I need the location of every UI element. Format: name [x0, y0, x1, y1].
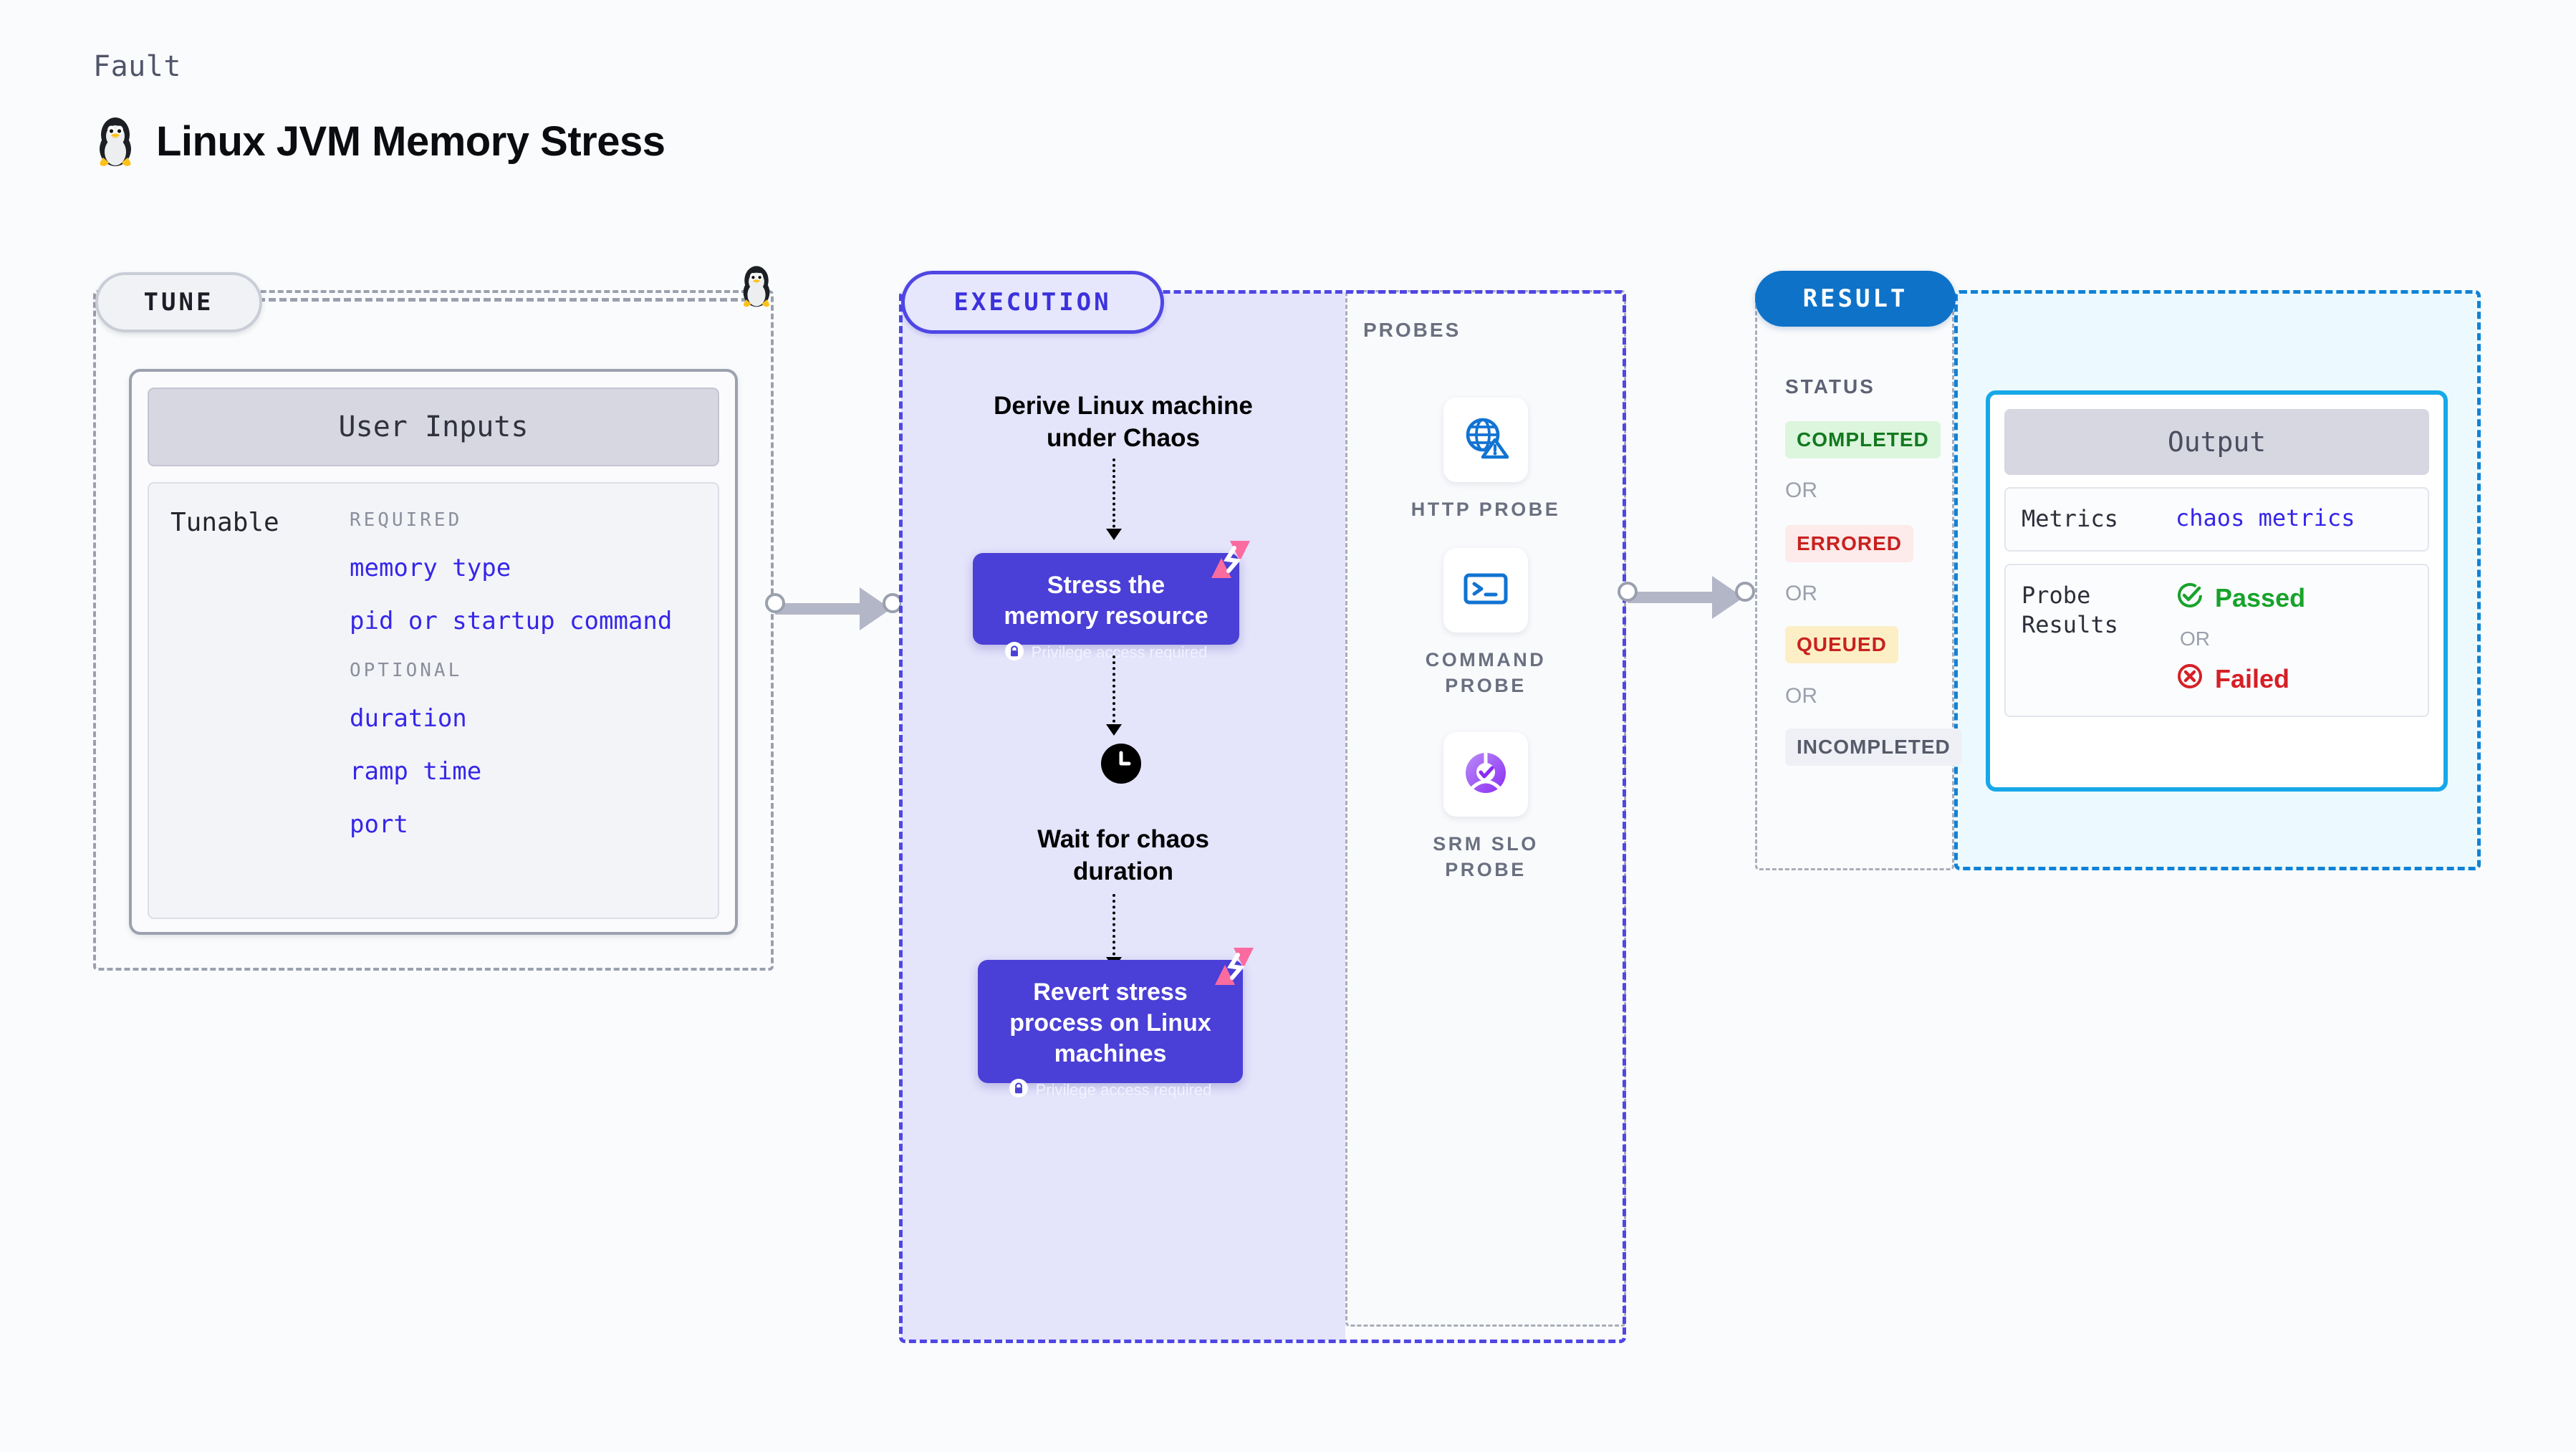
status-badge-queued: QUEUED — [1785, 626, 1898, 663]
output-header: Output — [2004, 409, 2429, 475]
probe-item-srm-slo[interactable]: SRM SLO PROBE — [1345, 732, 1626, 883]
output-metrics-value[interactable]: chaos metrics — [2176, 504, 2355, 532]
privilege-row: Privilege access required — [991, 1079, 1230, 1101]
result-tag[interactable]: RESULT — [1755, 271, 1956, 327]
status-badge-incompleted: INCOMPLETED — [1785, 729, 1962, 766]
execution-tag[interactable]: EXECUTION — [901, 271, 1164, 334]
output-probe-results-row: Probe Results Passed OR — [2004, 563, 2429, 717]
privilege-text: Privilege access required — [1035, 1080, 1212, 1099]
output-metrics-key: Metrics — [2022, 505, 2118, 532]
execution-step-wait: Wait for chaos duration — [1037, 825, 1209, 885]
status-title: STATUS — [1785, 375, 1875, 398]
probe-label-command: COMMAND PROBE — [1425, 649, 1547, 697]
probes-title: PROBES — [1363, 319, 1461, 341]
clock-icon — [1101, 744, 1141, 787]
execution-step-derive: Derive Linux machine under Chaos — [994, 392, 1253, 452]
tunable-group-heading-optional: OPTIONAL — [350, 660, 463, 681]
verdict-failed-label: Failed — [2215, 664, 2290, 694]
status-badge-errored: ERRORED — [1785, 525, 1914, 562]
check-circle-icon — [2176, 581, 2204, 616]
probe-label-http: HTTP PROBE — [1410, 499, 1561, 520]
lock-icon — [1009, 1079, 1028, 1101]
tune-tag[interactable]: TUNE — [95, 272, 262, 332]
tune-region — [93, 290, 774, 971]
connector-dot-left — [1618, 582, 1638, 602]
probe-item-http[interactable]: HTTP PROBE — [1345, 398, 1626, 522]
probe-tile — [1443, 398, 1528, 482]
tunable-item-ramp-time[interactable]: ramp time — [350, 757, 482, 786]
verdict-passed-label: Passed — [2215, 583, 2306, 613]
probe-tile — [1443, 548, 1528, 633]
chaos-logo-badge-icon — [1208, 539, 1253, 583]
probe-tile — [1443, 732, 1528, 817]
execution-region — [899, 290, 1626, 1343]
linux-penguin-badge-icon — [738, 264, 775, 312]
connector-dot-right — [1735, 582, 1755, 602]
execution-block-stress[interactable]: Stress the memory resource Privilege acc… — [973, 541, 1250, 661]
tunable-box: Tunable REQUIRED memory type pid or star… — [148, 482, 719, 919]
tunable-item-pid-or-startup-command[interactable]: pid or startup command — [350, 607, 673, 635]
probe-item-command[interactable]: COMMAND PROBE — [1345, 548, 1626, 699]
globe-warning-icon — [1460, 413, 1512, 468]
tunable-item-memory-type[interactable]: memory type — [350, 554, 511, 582]
output-metrics-row: Metrics chaos metrics — [2004, 487, 2429, 552]
tunable-group-heading-required: REQUIRED — [350, 509, 463, 531]
execution-block-revert[interactable]: Revert stress process on Linux machines … — [978, 948, 1254, 1099]
terminal-prompt-icon — [1460, 563, 1512, 618]
privilege-row: Privilege access required — [986, 641, 1226, 664]
tunable-list: REQUIRED memory type pid or startup comm… — [350, 508, 672, 918]
output-probe-verdicts: Passed OR Failed — [2176, 581, 2305, 697]
connector-execution-to-result — [1618, 576, 1756, 619]
page-title: Linux JVM Memory Stress — [156, 117, 665, 165]
output-card: Output Metrics chaos metrics Probe Resul… — [1986, 390, 2448, 792]
status-or-3: OR — [1785, 684, 1817, 708]
verdict-failed: Failed — [2176, 662, 2305, 697]
user-inputs-header: User Inputs — [148, 388, 719, 466]
status-or-2: OR — [1785, 582, 1817, 605]
status-badge-completed: COMPLETED — [1785, 421, 1941, 458]
privilege-text: Privilege access required — [1031, 643, 1208, 662]
linux-penguin-icon — [93, 115, 138, 168]
result-status-region — [1755, 290, 1954, 870]
execution-block-stress-title: Stress the memory resource — [1004, 572, 1208, 630]
verdict-passed: Passed — [2176, 581, 2305, 616]
execution-block-revert-title: Revert stress process on Linux machines — [1009, 979, 1211, 1067]
tunable-item-port[interactable]: port — [350, 810, 408, 839]
verdict-or: OR — [2180, 627, 2210, 650]
tunable-item-duration[interactable]: duration — [350, 704, 467, 733]
chaos-logo-badge-icon — [1212, 946, 1256, 990]
fault-title-row: Linux JVM Memory Stress — [93, 115, 665, 168]
x-circle-icon — [2176, 662, 2204, 697]
connector-dot-left — [765, 593, 785, 613]
fault-kicker-label: Fault — [93, 50, 181, 83]
execution-fill — [901, 292, 1345, 1340]
output-probe-results-key: Probe Results — [2022, 581, 2118, 639]
user-inputs-card: User Inputs Tunable REQUIRED memory type… — [129, 369, 738, 935]
status-or-1: OR — [1785, 479, 1817, 502]
tunable-label: Tunable — [170, 508, 279, 537]
lock-icon — [1004, 641, 1024, 664]
slo-donut-check-icon — [1460, 747, 1512, 802]
tune-connector-line — [258, 298, 759, 302]
connector-tune-to-execution — [765, 587, 903, 630]
probe-label-srm-slo: SRM SLO PROBE — [1433, 833, 1539, 881]
